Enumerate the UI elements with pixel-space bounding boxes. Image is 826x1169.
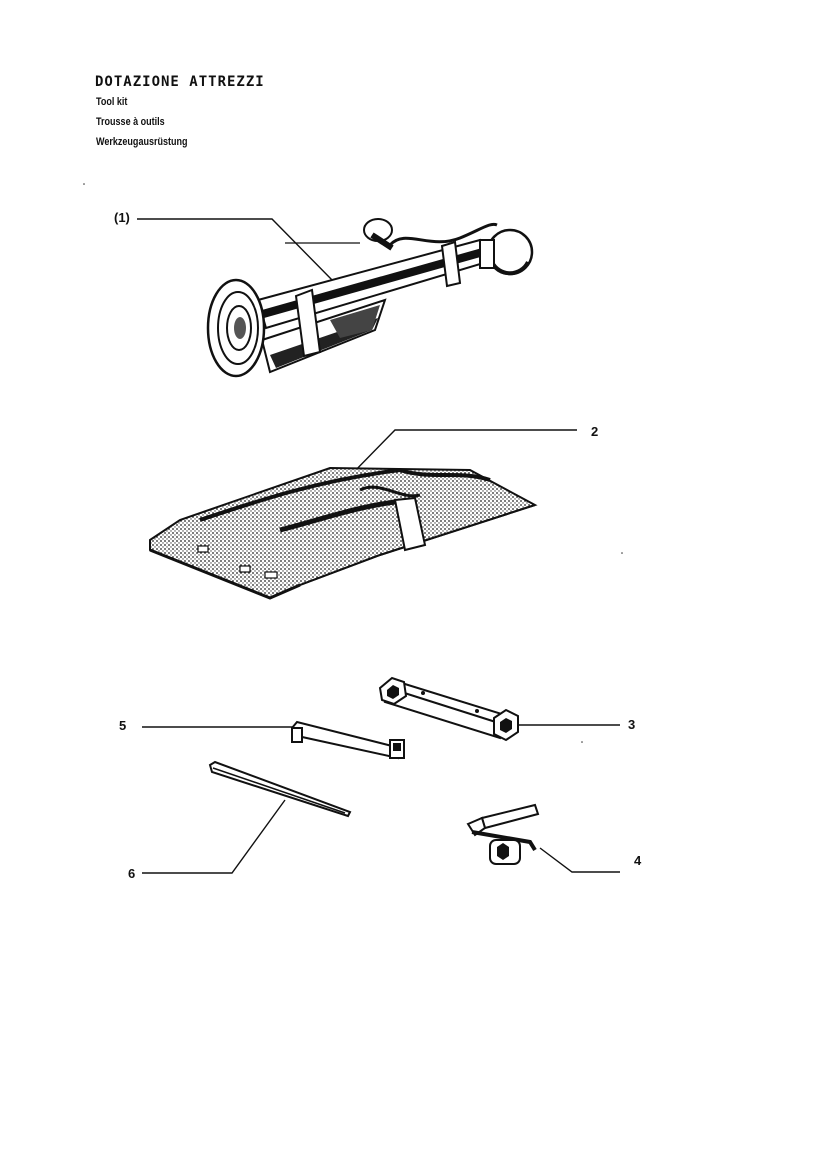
leader-line-jack <box>137 218 336 284</box>
subtitle-english: Tool kit <box>96 96 128 108</box>
subtitle-french: Trousse à outils <box>96 116 165 128</box>
tube-spanner-drawing <box>378 676 620 742</box>
tool-roll-drawing <box>149 429 577 600</box>
leader-line-tool-roll <box>347 429 577 479</box>
leader-line-screwdriver <box>142 799 286 874</box>
callout-tube-spanner: 3 <box>628 717 636 732</box>
leader-line-wheel-wrench <box>539 847 620 873</box>
subtitle-german: Werkzeugausrüstung <box>96 136 188 148</box>
callout-tool-roll: 2 <box>591 424 599 439</box>
callout-offset-key: 5 <box>119 718 127 733</box>
screwdriver-drawing <box>142 760 352 874</box>
car-jack-drawing <box>137 218 534 378</box>
callout-jack: (1) <box>114 210 130 225</box>
page-title: DOTAZIONE ATTREZZI <box>95 74 265 90</box>
callout-wheel-wrench: 4 <box>634 853 642 868</box>
callout-screwdriver: 6 <box>128 866 136 881</box>
offset-key-drawing <box>142 720 405 760</box>
wheel-wrench-drawing <box>466 803 620 873</box>
